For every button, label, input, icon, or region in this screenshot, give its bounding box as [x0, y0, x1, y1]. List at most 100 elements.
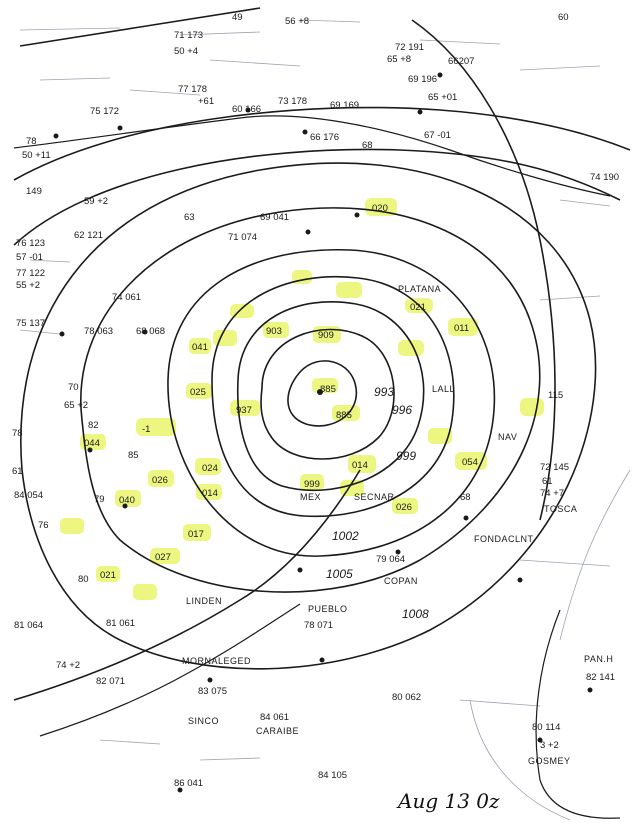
station-plot: 82 071	[96, 676, 125, 687]
highlight-mark	[186, 383, 212, 399]
highlighted-value: 937	[236, 405, 252, 416]
isobar-labels: 1008 1005 1002 999 996 993 885	[320, 384, 429, 621]
isobars	[13, 7, 631, 701]
station-plot: 78 071	[304, 620, 333, 631]
highlighted-value: 885	[336, 410, 352, 421]
highlight-mark	[196, 484, 222, 500]
station-plot: 70	[68, 382, 79, 393]
station-plot: 72 191	[395, 42, 424, 53]
highlighted-value: 027	[155, 552, 171, 563]
highlighted-value: 044	[84, 438, 100, 449]
place-label-pueblo: PUEBLO	[308, 604, 348, 614]
isobar-label-999: 999	[396, 449, 416, 463]
station-plot: 60	[558, 12, 569, 23]
station-dot	[142, 329, 148, 335]
station-plot: 63	[184, 212, 195, 223]
station-plot: 65 +2	[64, 400, 88, 411]
station-dot	[87, 447, 93, 453]
place-label-linden: LINDEN	[186, 596, 222, 606]
station-plot: +61	[198, 96, 214, 107]
highlight-mark	[332, 405, 360, 421]
station-plot: 82 141	[586, 672, 615, 683]
date-label: Aug 13 0z	[396, 789, 500, 813]
highlight-mark	[136, 418, 176, 436]
station-plot: 69 196	[408, 74, 437, 85]
station-dot	[417, 109, 423, 115]
highlighted-value: 024	[202, 463, 218, 474]
station-plots: 49 56 +8 60 72 191 65 +8 66207 69 196 65…	[12, 12, 619, 789]
highlight-mark	[392, 498, 418, 514]
isobar-label-1008: 1008	[402, 607, 429, 621]
place-label-copan: COPAN	[384, 576, 418, 586]
station-dot	[177, 787, 183, 793]
station-plot: 75 137	[16, 318, 45, 329]
station-plot: 84 054	[14, 490, 43, 501]
station-plot: 62 121	[74, 230, 103, 241]
isobar-1008	[20, 162, 597, 670]
station-dot	[302, 129, 308, 135]
station-plot: 82	[88, 420, 99, 431]
station-plot: 84 061	[260, 712, 289, 723]
station-plot: 67 -01	[424, 130, 451, 141]
isobar-east-arc	[411, 19, 556, 521]
isobar-1005	[80, 207, 541, 593]
highlight-mark	[398, 340, 424, 356]
station-plot: 69 169	[330, 100, 359, 111]
station-plot: 68	[460, 492, 471, 503]
isobar-996	[236, 301, 425, 492]
station-plot: 78	[26, 136, 37, 147]
station-plot: 80 062	[392, 692, 421, 703]
station-plot: 115	[548, 390, 563, 401]
highlighted-value: 014	[352, 460, 368, 471]
place-label-secnar: SECNAR	[354, 492, 395, 502]
station-plot: 55 +2	[16, 280, 40, 291]
station-plot: 71 173	[174, 30, 203, 41]
station-dots	[53, 72, 593, 793]
station-dot	[463, 515, 469, 521]
highlight-mark	[348, 455, 376, 473]
place-label-mornaleged: MORNALEGED	[182, 656, 251, 666]
highlight-mark	[448, 318, 478, 336]
trough-line	[39, 603, 301, 737]
place-label-mex: MEX	[300, 492, 321, 502]
station-plot: 85	[128, 450, 139, 461]
station-dot	[317, 389, 323, 395]
station-dot	[517, 577, 523, 583]
station-dot	[587, 687, 593, 693]
station-plot: 68	[362, 140, 373, 151]
station-plot: 59 +2	[84, 196, 108, 207]
place-label-sinco: SINCO	[188, 716, 219, 726]
highlighted-value: 011	[454, 323, 469, 334]
station-plot: 86 041	[174, 778, 203, 789]
isobar-outer-north	[13, 148, 621, 246]
station-plot: 72 145	[540, 462, 569, 473]
isobar-label-1002: 1002	[332, 529, 359, 543]
highlighted-value: 054	[462, 457, 478, 468]
highlight-mark	[263, 322, 289, 338]
station-dot	[207, 677, 213, 683]
highlight-mark	[133, 584, 157, 600]
station-plot: 69 041	[260, 212, 289, 223]
isobar-innermost	[287, 360, 358, 427]
place-label-nav: NAV	[498, 432, 517, 442]
station-dot	[297, 567, 303, 573]
station-plot: 84 105	[318, 770, 347, 781]
background-marks	[19, 19, 631, 821]
highlight-mark	[183, 524, 211, 541]
station-dot	[305, 229, 311, 235]
station-plot: 81 061	[106, 618, 135, 629]
station-dot	[437, 72, 443, 78]
station-plot: 3 +2	[540, 740, 559, 751]
southeast-boundary	[535, 609, 621, 819]
station-plot: 68 068	[136, 326, 165, 337]
place-label-tosca: TOSCA	[544, 504, 577, 514]
station-dot	[354, 212, 360, 218]
isobar-1002	[167, 248, 496, 557]
highlight-mark	[300, 474, 324, 490]
isobar-999	[211, 276, 455, 518]
highlight-mark	[365, 198, 397, 216]
highlighted-value: 041	[192, 342, 208, 353]
highlight-mark	[150, 548, 180, 564]
place-label-panh: PAN.H	[584, 654, 613, 664]
